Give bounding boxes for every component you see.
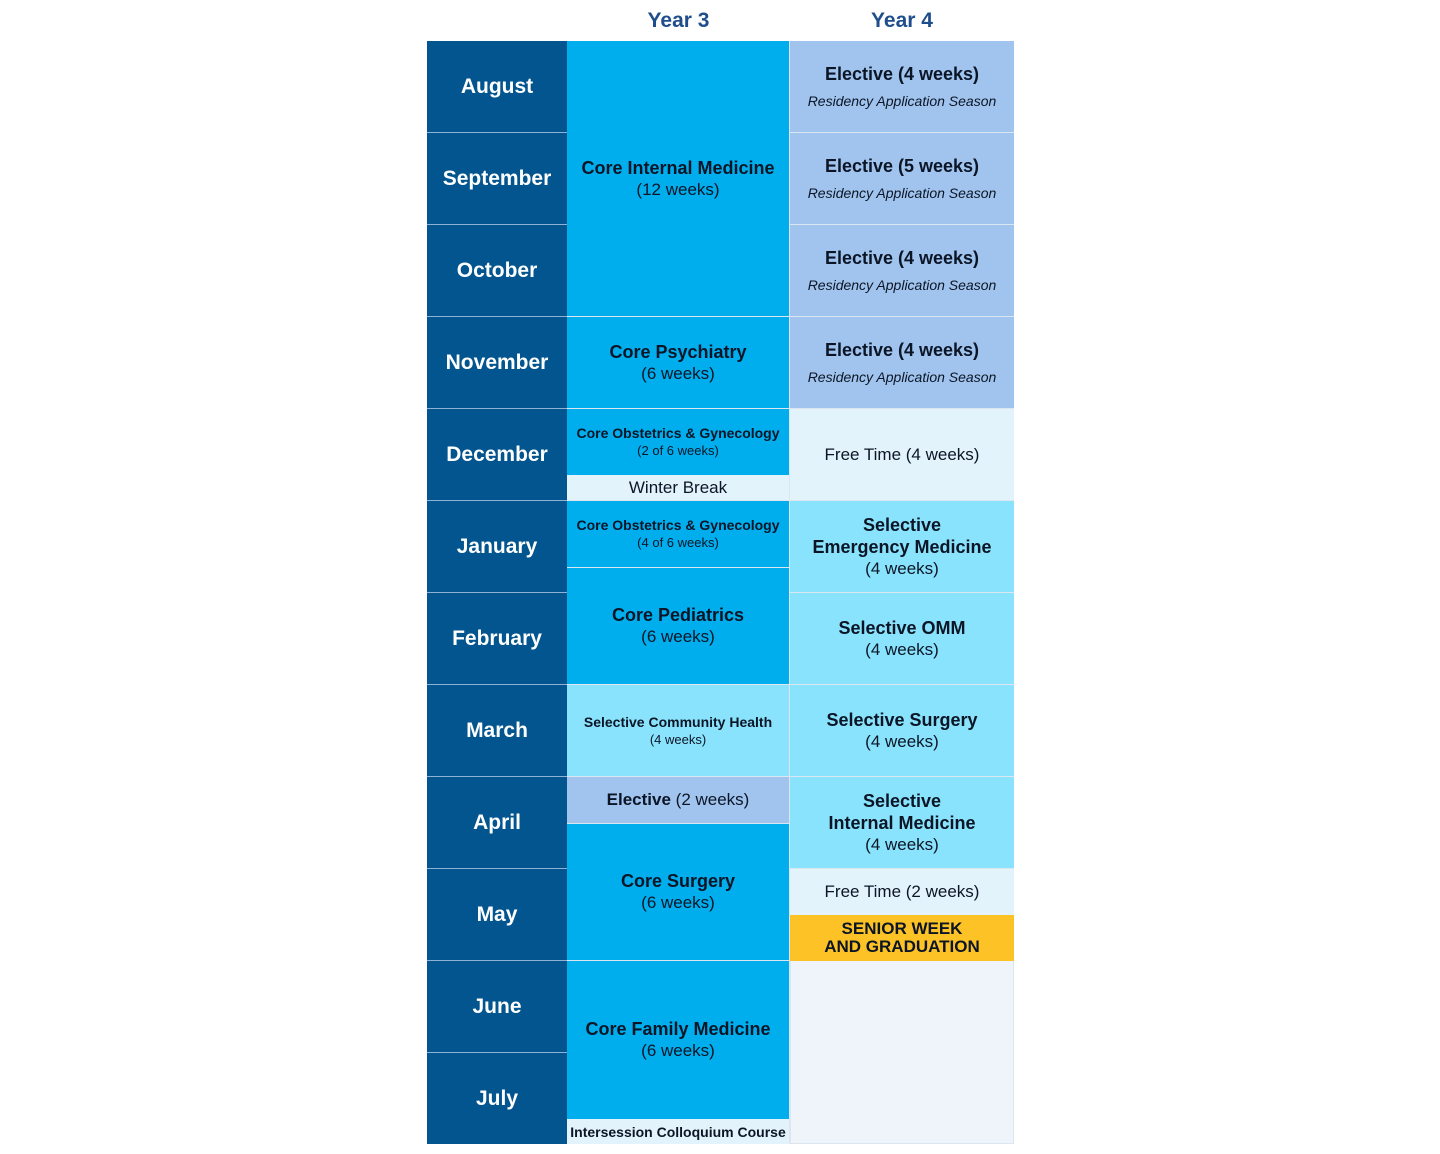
schedule-grid: August September October November Decemb…: [427, 41, 1014, 1144]
y3-fm-duration: (6 weeks): [641, 1041, 715, 1060]
y3-peds-title: Core Pediatrics: [611, 605, 745, 625]
y4-elective-nov-note: Residency Application Season: [807, 368, 997, 385]
y4-elective-october: Elective (4 weeks) Residency Application…: [790, 225, 1014, 317]
month-january: January: [427, 501, 567, 593]
y4-elective-sep-title: Elective (5 weeks): [824, 155, 980, 176]
y3-core-obgyn-part2: Core Obstetrics & Gynecology (4 of 6 wee…: [567, 501, 790, 568]
y4-selective-emergency-medicine: Selective Emergency Medicine (4 weeks): [790, 501, 1014, 593]
y3-surgery-title: Core Surgery: [620, 871, 736, 891]
y4-elective-oct-title: Elective (4 weeks): [824, 247, 980, 268]
y3-intersession-colloquium: Intersession Colloquium Course: [567, 1119, 790, 1144]
y3-colloquium-title: Intersession Colloquium Course: [570, 1123, 786, 1140]
month-november: November: [427, 317, 567, 409]
y4-selective-surgery: Selective Surgery (4 weeks): [790, 685, 1014, 777]
y3-winter-break: Winter Break: [567, 475, 790, 501]
y4-grad-line2: AND GRADUATION: [824, 937, 980, 956]
y4-elective-november: Elective (4 weeks) Residency Application…: [790, 317, 1014, 409]
month-may: May: [427, 869, 567, 961]
y4-free-may-title: Free Time (2 weeks): [824, 882, 980, 901]
y3-surgery-duration: (6 weeks): [641, 893, 715, 912]
y4-elective-oct-note: Residency Application Season: [807, 276, 997, 293]
month-september: September: [427, 133, 567, 225]
y3-elective: Elective (2 weeks): [567, 777, 790, 824]
y3-core-internal-medicine: Core Internal Medicine (12 weeks): [567, 41, 790, 317]
month-april: April: [427, 777, 567, 869]
y4-selective-internal-medicine: Selective Internal Medicine (4 weeks): [790, 777, 1014, 869]
y3-obgyn2-title: Core Obstetrics & Gynecology: [576, 517, 780, 533]
y4-free-time-may: Free Time (2 weeks): [790, 869, 1014, 915]
month-july: July: [427, 1053, 567, 1144]
y3-elective-title: Elective: [606, 790, 671, 809]
y3-obgyn1-duration: (2 of 6 weeks): [637, 443, 719, 458]
y3-elective-text: Elective (2 weeks): [607, 789, 750, 811]
y4-senior-week-graduation: SENIOR WEEK AND GRADUATION: [790, 915, 1014, 961]
y3-community-duration: (4 weeks): [649, 731, 707, 747]
y4-selective-omm: Selective OMM (4 weeks): [790, 593, 1014, 685]
y3-obgyn2-duration: (4 of 6 weeks): [637, 535, 719, 550]
y4-em-line1: Selective: [862, 514, 942, 535]
y4-omm-title: Selective OMM: [838, 617, 966, 638]
year-4-header: Year 4: [871, 9, 933, 32]
y4-elective-september: Elective (5 weeks) Residency Application…: [790, 133, 1014, 225]
month-december: December: [427, 409, 567, 501]
month-october: October: [427, 225, 567, 317]
y4-grad-line1: SENIOR WEEK: [841, 919, 963, 938]
y4-im-line1: Selective: [862, 790, 942, 811]
y4-surgery-title: Selective Surgery: [826, 709, 978, 730]
y4-elective-nov-title: Elective (4 weeks): [824, 339, 980, 360]
y3-selective-community-health: Selective Community Health (4 weeks): [567, 685, 790, 777]
y4-elective-sep-note: Residency Application Season: [807, 184, 997, 201]
year-3-header: Year 3: [647, 9, 710, 32]
y4-em-duration: (4 weeks): [865, 558, 939, 578]
y3-psych-duration: (6 weeks): [641, 363, 715, 383]
y4-surgery-duration: (4 weeks): [865, 731, 939, 751]
y4-elective-august: Elective (4 weeks) Residency Application…: [790, 41, 1014, 133]
y3-core-obgyn-part1: Core Obstetrics & Gynecology (2 of 6 wee…: [567, 409, 790, 475]
y3-fm-title: Core Family Medicine: [585, 1019, 771, 1039]
y4-im-line2: Internal Medicine: [828, 812, 976, 833]
month-february: February: [427, 593, 567, 685]
y3-community-title: Selective Community Health: [583, 713, 773, 730]
y3-obgyn1-title: Core Obstetrics & Gynecology: [576, 425, 780, 441]
y3-elective-duration: (2 weeks): [675, 790, 750, 809]
y3-core-surgery: Core Surgery (6 weeks): [567, 824, 790, 961]
y4-elective-aug-note: Residency Application Season: [807, 92, 997, 109]
y4-empty-june-july: [790, 961, 1014, 1144]
y3-im-duration: (12 weeks): [636, 179, 720, 199]
y3-core-pediatrics: Core Pediatrics (6 weeks): [567, 568, 790, 685]
y3-im-title: Core Internal Medicine: [581, 157, 775, 178]
month-june: June: [427, 961, 567, 1053]
y3-winter-break-title: Winter Break: [628, 477, 728, 497]
month-march: March: [427, 685, 567, 777]
y3-core-family-medicine: Core Family Medicine (6 weeks): [567, 961, 790, 1119]
y4-im-duration: (4 weeks): [865, 834, 939, 854]
y4-elective-aug-title: Elective (4 weeks): [824, 63, 980, 84]
month-august: August: [427, 41, 567, 133]
y3-peds-duration: (6 weeks): [641, 627, 715, 646]
y4-em-line2: Emergency Medicine: [812, 536, 992, 557]
y4-free-time-december: Free Time (4 weeks): [790, 409, 1014, 501]
y3-psych-title: Core Psychiatry: [609, 341, 747, 362]
y3-core-psychiatry: Core Psychiatry (6 weeks): [567, 317, 790, 409]
y4-free-dec-title: Free Time (4 weeks): [824, 444, 980, 464]
y4-omm-duration: (4 weeks): [865, 639, 939, 659]
